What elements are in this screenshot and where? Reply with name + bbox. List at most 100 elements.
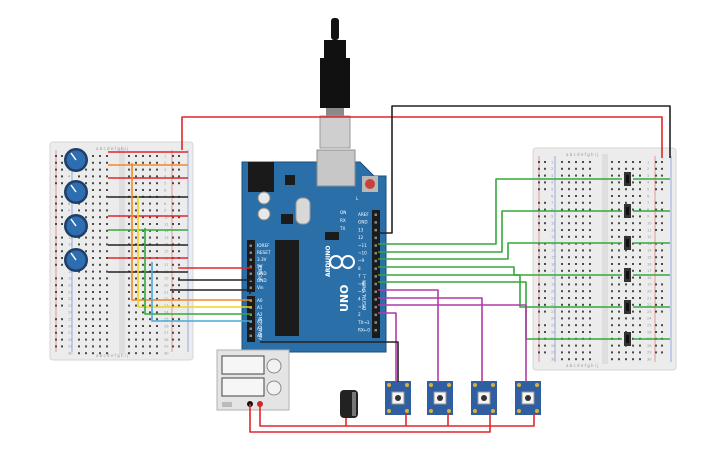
wire[interactable]	[249, 404, 491, 433]
row-number: 3	[164, 168, 166, 172]
led-label: L	[356, 196, 359, 201]
row-number: 27	[164, 331, 169, 335]
usb-cable	[319, 18, 351, 149]
power-pin-label: 3.3V	[257, 257, 267, 262]
neopixel-1[interactable]	[385, 381, 411, 415]
usb-port	[316, 149, 356, 187]
digital-pin-label: ~6	[358, 281, 365, 286]
row-number: 30	[68, 352, 73, 356]
row-number: 18	[551, 276, 556, 280]
neopixel-4[interactable]	[515, 381, 541, 415]
digital-pin-label: RX←0	[358, 328, 370, 333]
wire[interactable]	[378, 210, 622, 253]
wire[interactable]	[378, 304, 527, 382]
potentiometer-4[interactable]	[64, 248, 88, 272]
row-number: 22	[551, 303, 556, 307]
neopixel-3[interactable]	[471, 381, 497, 415]
breadboard-right-letters-bottom: a b c d e f g h i j	[566, 363, 598, 368]
analog-pin-label: A5	[257, 333, 263, 338]
wire[interactable]	[378, 289, 439, 382]
pushbutton-6[interactable]	[624, 332, 631, 346]
row-number: 10	[551, 222, 556, 226]
row-number: 15	[551, 256, 556, 260]
neopixel-group	[385, 381, 541, 415]
row-number: 7	[647, 201, 649, 205]
row-number: 10	[164, 216, 169, 220]
psu-knob-current[interactable]	[266, 380, 282, 396]
row-number: 1	[551, 160, 553, 164]
breadboard-right-letters-top: a b c d e f g h i j	[566, 152, 598, 157]
wire[interactable]	[181, 116, 663, 158]
wire[interactable]	[151, 262, 252, 322]
breadboard-left-letters-bottom: a b c d e f g h i j	[96, 353, 128, 358]
wire[interactable]	[378, 274, 622, 308]
pushbutton-3[interactable]	[624, 236, 631, 250]
row-number: 8	[551, 208, 554, 212]
wire[interactable]	[378, 266, 622, 276]
wire[interactable]	[378, 105, 671, 234]
row-number: 1	[647, 160, 649, 164]
row-number: 26	[164, 324, 169, 328]
row-number: 2	[164, 161, 166, 165]
power-supply[interactable]	[216, 349, 290, 411]
wire[interactable]	[131, 163, 252, 301]
row-number: 11	[164, 222, 169, 226]
row-number: 29	[164, 345, 169, 349]
row-number: 24	[68, 311, 73, 315]
potentiometer-2[interactable]	[64, 180, 88, 204]
analog-header	[247, 296, 255, 342]
row-number: 13	[647, 242, 652, 246]
wire[interactable]	[144, 228, 252, 315]
digital-pin-label: ~5	[358, 289, 365, 294]
psu-display-1	[221, 355, 265, 375]
power-pin-label: RESET	[257, 250, 271, 255]
row-number: 6	[164, 188, 167, 192]
row-number: 23	[68, 304, 73, 308]
potentiometer-3[interactable]	[64, 214, 88, 238]
row-number: 17	[551, 269, 556, 273]
wire[interactable]	[378, 178, 622, 245]
digital-pin-label: TX→1	[357, 320, 370, 325]
wire[interactable]	[260, 341, 399, 382]
wire[interactable]	[378, 297, 483, 382]
wire[interactable]	[378, 242, 622, 260]
pushbutton-1[interactable]	[624, 172, 631, 186]
electrolytic-capacitor[interactable]	[340, 390, 358, 418]
led-label: ON	[340, 210, 346, 215]
row-number: 5	[164, 182, 166, 186]
potentiometer-1[interactable]	[64, 148, 88, 172]
digital-pin-label: 2	[358, 312, 361, 317]
row-number: 25	[551, 324, 556, 328]
row-number: 21	[551, 296, 556, 300]
wire[interactable]	[137, 196, 252, 308]
breadboard-right[interactable]: a b c d e f g h i j a b c d e f g h i j …	[532, 147, 677, 371]
power-pin-label: Vin	[257, 285, 264, 290]
reset-button[interactable]	[365, 179, 375, 189]
wire[interactable]	[259, 404, 535, 427]
row-number: 17	[647, 269, 652, 273]
wire[interactable]	[170, 289, 251, 294]
led-label: TX	[339, 226, 346, 231]
neopixel-2[interactable]	[427, 381, 453, 415]
row-number: 23	[647, 310, 652, 314]
pushbutton-4[interactable]	[624, 268, 631, 282]
pushbutton-5[interactable]	[624, 300, 631, 314]
row-number: 25	[68, 318, 73, 322]
digital-pin-label: ~9	[358, 258, 365, 263]
row-number: 24	[164, 311, 169, 315]
breadboard-left-letters-top: a b c d e f g h i j	[96, 146, 128, 151]
wire[interactable]	[378, 312, 397, 382]
pushbutton-2[interactable]	[624, 204, 631, 218]
row-number: 27	[68, 331, 73, 335]
row-number: 14	[647, 249, 652, 253]
row-number: 11	[647, 228, 652, 232]
power-pin-label: IOREF	[257, 243, 270, 248]
row-number: 22	[68, 297, 73, 301]
arduino-brand-text: ARDUINO	[325, 246, 332, 277]
arduino-uno[interactable]: ARDUINO UNO DIGITAL (PWM ~) POWER ANALOG…	[241, 149, 387, 353]
row-number: 16	[647, 262, 652, 266]
psu-knob-voltage[interactable]	[266, 358, 282, 374]
row-number: 4	[164, 175, 167, 179]
